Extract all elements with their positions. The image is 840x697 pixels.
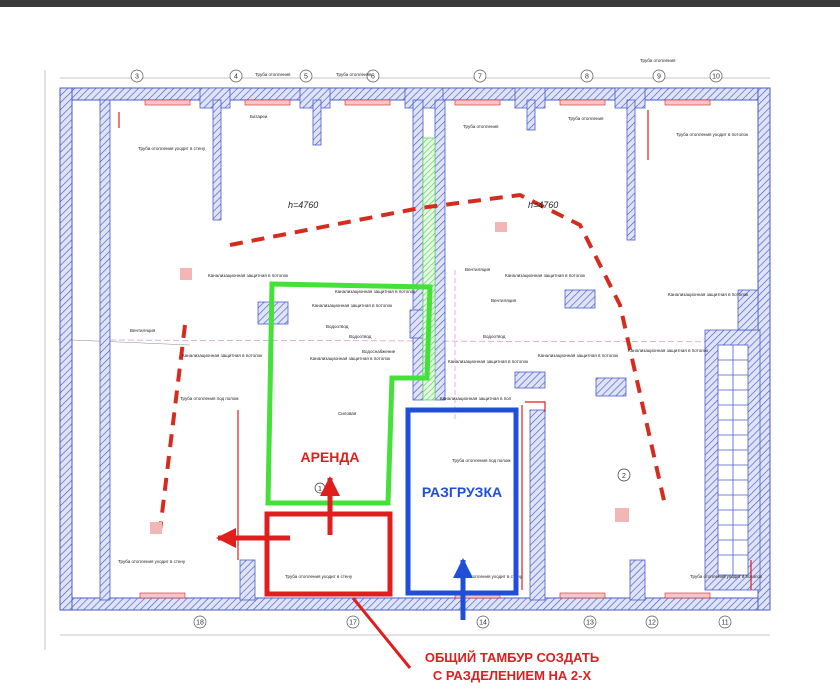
axis-bubble xyxy=(366,69,380,83)
note-pipe-heating: Труба отопления xyxy=(255,72,291,77)
note-sewer-ceiling-5: Канализационная защитная в потолок xyxy=(668,292,748,297)
note-ventilation-2: Вентиляция xyxy=(491,298,517,303)
axis-label: 8 xyxy=(585,74,589,81)
top-bar xyxy=(0,0,840,7)
note-ventilation-3: Вентиляция xyxy=(130,328,156,333)
note-sewer-ceiling-8: Канализационная защитная в потолок xyxy=(448,359,528,364)
axis-bubble xyxy=(299,69,313,83)
note-water-outlet: Водоотвод xyxy=(326,324,349,329)
note-pipe-heating-3: Труба отопления xyxy=(463,124,499,129)
axis-label: 17 xyxy=(349,620,357,627)
note-pipe-heating-2: Труба отопления xyxy=(336,72,372,77)
axis-bubble xyxy=(718,615,732,629)
note-sewer-ceiling-4: Канализационная защитная в потолок xyxy=(505,273,585,278)
note-sewer-ceiling: Канализационная защитная в потолок xyxy=(335,289,415,294)
note-pipe-wall-3: Труба отопления уходит в стену xyxy=(118,559,186,564)
pipe-markers xyxy=(118,110,752,590)
note-pipe-ceiling: Труба отопления уходит в потолок xyxy=(676,132,748,137)
axis-bubble xyxy=(645,615,659,629)
axis-label: 6 xyxy=(371,74,375,81)
note-sewer-ceiling-3: Канализационная защитная в потолок xyxy=(312,303,392,308)
room-1-marker: 1 xyxy=(314,482,326,494)
staircase xyxy=(717,344,749,576)
pointer-line-red xyxy=(351,597,412,669)
rental-zone-outline xyxy=(265,281,433,506)
axis-label: 11 xyxy=(721,620,728,627)
note-sewer-ceiling-2: Канализационная защитная в потолок xyxy=(208,273,288,278)
note-pipe-heating-4: Труба отопления xyxy=(568,116,604,121)
note-power: Силовая xyxy=(338,411,357,416)
axis-bubble xyxy=(709,69,723,83)
note-pipe-wall-4: Труба отопления уходит в стену xyxy=(455,574,523,579)
axis-label: 5 xyxy=(304,74,308,81)
axis-bubble xyxy=(583,615,597,629)
axis-label: 14 xyxy=(479,620,487,627)
axis-bubble xyxy=(580,69,594,83)
note-sewer-ceiling-9: Канализационная защитная в потолок xyxy=(182,353,262,358)
annotations: Труба отопления уходит в стену Труба ото… xyxy=(118,58,762,579)
axis-bubble xyxy=(130,69,144,83)
svg-text:2: 2 xyxy=(622,473,626,480)
axis-label: 13 xyxy=(586,620,594,627)
arrows xyxy=(216,476,473,669)
axis-bubbles-bottom: 18 17 14 13 12 11 xyxy=(193,615,732,629)
axis-bubble xyxy=(473,69,487,83)
label-tambur-line1: ОБЩИЙ ТАМБУР СОЗДАТЬ xyxy=(425,650,599,665)
note-pipe-wall-2: Труба отопления уходит в стену xyxy=(285,574,353,579)
note-pipe-wall: Труба отопления уходит в стену xyxy=(138,146,206,151)
dashed-outline xyxy=(158,192,667,531)
label-tambur-line2: С РАЗДЕЛЕНИЕМ НА 2-Х xyxy=(433,668,592,683)
svg-text:1: 1 xyxy=(318,486,322,493)
axis-bubbles-top: 3 4 5 6 7 8 9 10 xyxy=(130,69,723,83)
axis-bubble xyxy=(476,615,490,629)
axis-label: 12 xyxy=(648,620,656,627)
axis-bubble xyxy=(193,615,207,629)
room-2-marker: 2 xyxy=(617,468,631,482)
axis-label: 18 xyxy=(196,620,204,627)
note-water-outlet-2: Водоотвод xyxy=(349,334,372,339)
note-pipe-floor: Труба отопления под полом xyxy=(180,396,238,401)
axis-label: 10 xyxy=(712,74,720,81)
blurred-marks xyxy=(150,222,629,534)
axis-label: 7 xyxy=(478,74,482,81)
note-pipe-heating-5: Труба отопления xyxy=(640,58,676,63)
axis-bubble xyxy=(346,615,360,629)
note-water-supply: Водоснабжение xyxy=(362,349,396,354)
note-sewer-ceiling-6: Канализационная защитная в потолок xyxy=(628,348,708,353)
note-batteries: Батареи xyxy=(250,114,268,119)
note-sewer-ceiling-7: Канализационная защитная в потолок xyxy=(538,353,618,358)
height-right: h=4760 xyxy=(528,200,558,210)
note-sewer-ceiling-10: Канализационная защитная в потолок xyxy=(310,356,390,361)
label-razgruzka: РАЗГРУЗКА xyxy=(422,484,502,500)
windows xyxy=(139,99,711,599)
axis-label: 4 xyxy=(234,74,238,81)
note-pipe-ceiling-2: Труба отопления уходит в потолок xyxy=(690,574,762,579)
axis-label: 3 xyxy=(135,74,139,81)
label-arenda: АРЕНДА xyxy=(301,449,360,465)
axis-bubble xyxy=(229,69,243,83)
axis-label: 9 xyxy=(657,74,661,81)
height-left: h=4760 xyxy=(288,200,318,210)
note-ventilation: Вентиляция xyxy=(465,267,491,272)
note-water-outlet-3: Водоотвод xyxy=(483,334,506,339)
axis-bubble xyxy=(652,69,666,83)
note-pipe-floor-2: Труба отопления под полом xyxy=(452,458,510,463)
note-sewer-floor: Канализационная защитная в пол xyxy=(440,396,512,401)
